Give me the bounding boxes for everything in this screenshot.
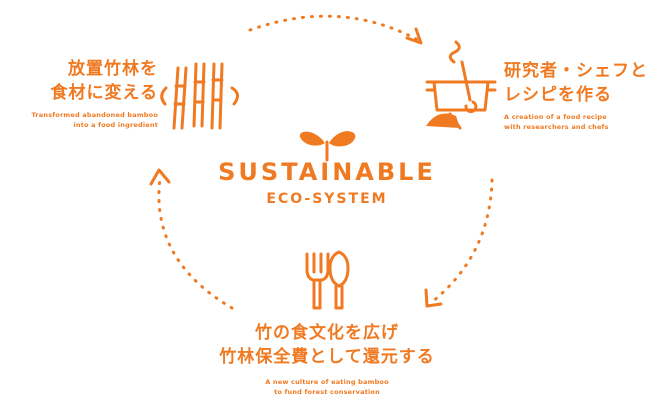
step1-jp-line1: 放置竹林を bbox=[68, 59, 158, 79]
step3-en-line2: to fund forest conservation bbox=[274, 388, 380, 396]
fork-spoon-icon bbox=[305, 250, 350, 310]
arrow-left bbox=[149, 168, 234, 310]
step2-jp-line2: レシピを作る bbox=[504, 85, 612, 105]
food-pile bbox=[426, 113, 460, 128]
center-subtitle: ECO-SYSTEM bbox=[266, 191, 388, 207]
center-title: SUSTAINABLE bbox=[218, 158, 436, 186]
step2-en-line1: A creation of a food recipe bbox=[504, 113, 607, 121]
step3-en-line1: A new culture of eating bamboo bbox=[265, 378, 389, 386]
step1-jp-line2: 食材に変える bbox=[50, 83, 158, 103]
step3-jp-line1: 竹の食文化を広げ bbox=[255, 323, 399, 343]
cooking-pot-icon bbox=[425, 40, 497, 130]
step2-en-line2: with researchers and chefs bbox=[504, 123, 609, 131]
bamboo-icon bbox=[160, 62, 239, 130]
sprout-icon bbox=[299, 131, 356, 162]
arrow-top bbox=[248, 14, 423, 45]
step1-en-line2: into a food ingredient bbox=[73, 121, 158, 129]
step2-jp-line1: 研究者・シェフと bbox=[504, 61, 648, 81]
arrow-right bbox=[424, 178, 494, 308]
step1-en-line1: Transformed abandoned bamboo bbox=[31, 111, 158, 119]
step3-jp-line2: 竹林保全費として還元する bbox=[219, 347, 435, 367]
